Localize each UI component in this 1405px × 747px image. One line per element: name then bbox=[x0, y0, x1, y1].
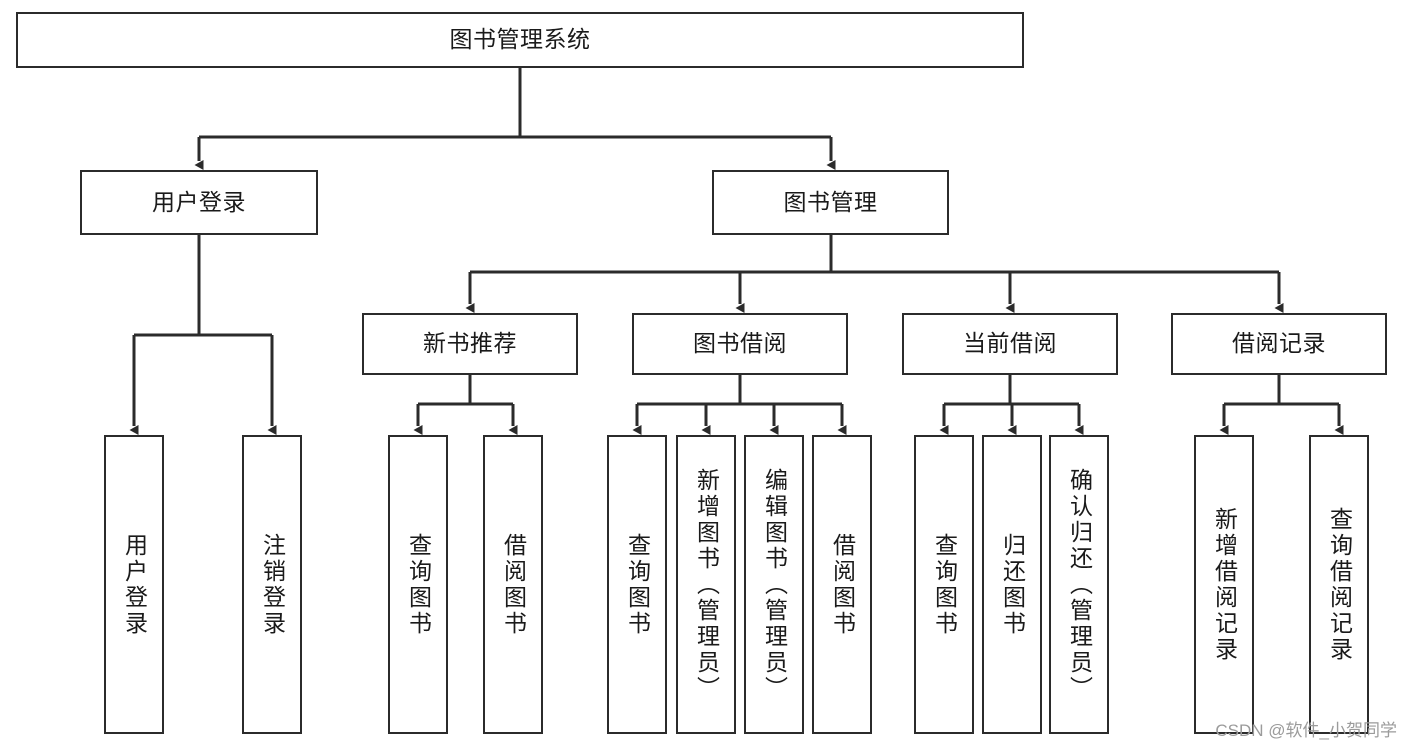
node-leaf-borrow-book-1[interactable]: 借阅图书 bbox=[483, 435, 543, 734]
node-leaf-query-book-3[interactable]: 查询图书 bbox=[914, 435, 974, 734]
node-label-leaf-add-book: 新增图书（管理员） bbox=[693, 467, 720, 702]
node-user-login[interactable]: 用户登录 bbox=[80, 170, 318, 235]
leaf-content: 借阅图书 bbox=[485, 437, 541, 732]
node-label-leaf-query-book-1: 查询图书 bbox=[405, 532, 432, 637]
node-label-user-login: 用户登录 bbox=[152, 188, 246, 215]
leaf-content: 注销登录 bbox=[244, 437, 300, 732]
node-leaf-confirm-return[interactable]: 确认归还（管理员） bbox=[1049, 435, 1109, 734]
leaf-content: 用户登录 bbox=[106, 437, 162, 732]
node-leaf-query-book-1[interactable]: 查询图书 bbox=[388, 435, 448, 734]
node-new-book-recommend[interactable]: 新书推荐 bbox=[362, 313, 578, 375]
node-leaf-return-book[interactable]: 归还图书 bbox=[982, 435, 1042, 734]
node-leaf-query-record[interactable]: 查询借阅记录 bbox=[1309, 435, 1369, 734]
node-label-root: 图书管理系统 bbox=[449, 26, 591, 53]
node-label-leaf-confirm-return: 确认归还（管理员） bbox=[1066, 467, 1093, 702]
leaf-content: 新增图书（管理员） bbox=[678, 437, 734, 732]
node-label-new-book-recommend: 新书推荐 bbox=[423, 330, 517, 357]
node-leaf-add-book[interactable]: 新增图书（管理员） bbox=[676, 435, 736, 734]
leaf-content: 查询借阅记录 bbox=[1311, 437, 1367, 732]
node-label-leaf-borrow-book-1: 借阅图书 bbox=[500, 532, 527, 637]
node-leaf-add-record[interactable]: 新增借阅记录 bbox=[1194, 435, 1254, 734]
node-label-leaf-add-record: 新增借阅记录 bbox=[1211, 506, 1238, 663]
node-root-system[interactable]: 图书管理系统 bbox=[16, 12, 1024, 68]
leaf-content: 借阅图书 bbox=[814, 437, 870, 732]
leaf-content: 查询图书 bbox=[390, 437, 446, 732]
node-book-manage[interactable]: 图书管理 bbox=[712, 170, 949, 235]
node-label-leaf-user-login: 用户登录 bbox=[121, 532, 148, 637]
node-book-borrow[interactable]: 图书借阅 bbox=[632, 313, 848, 375]
node-label-leaf-query-book-2: 查询图书 bbox=[624, 532, 651, 637]
node-label-leaf-return-book: 归还图书 bbox=[999, 532, 1026, 637]
node-leaf-query-book-2[interactable]: 查询图书 bbox=[607, 435, 667, 734]
node-label-leaf-query-record: 查询借阅记录 bbox=[1326, 506, 1353, 663]
node-label-leaf-user-logout: 注销登录 bbox=[259, 532, 286, 637]
node-label-leaf-edit-book: 编辑图书（管理员） bbox=[761, 467, 788, 702]
node-label-borrow-record: 借阅记录 bbox=[1232, 330, 1326, 357]
leaf-content: 归还图书 bbox=[984, 437, 1040, 732]
node-label-current-borrow: 当前借阅 bbox=[963, 330, 1057, 357]
node-label-leaf-borrow-book-2: 借阅图书 bbox=[829, 532, 856, 637]
watermark-text: CSDN @软件_小贺同学 bbox=[1215, 721, 1397, 740]
node-label-book-borrow: 图书借阅 bbox=[693, 330, 787, 357]
leaf-content: 查询图书 bbox=[916, 437, 972, 732]
node-leaf-edit-book[interactable]: 编辑图书（管理员） bbox=[744, 435, 804, 734]
node-label-book-manage: 图书管理 bbox=[783, 188, 878, 215]
node-leaf-user-logout[interactable]: 注销登录 bbox=[242, 435, 302, 734]
node-current-borrow[interactable]: 当前借阅 bbox=[902, 313, 1118, 375]
node-borrow-record[interactable]: 借阅记录 bbox=[1171, 313, 1387, 375]
leaf-content: 查询图书 bbox=[609, 437, 665, 732]
leaf-content: 编辑图书（管理员） bbox=[746, 437, 802, 732]
leaf-content: 确认归还（管理员） bbox=[1051, 437, 1107, 732]
node-leaf-borrow-book-2[interactable]: 借阅图书 bbox=[812, 435, 872, 734]
leaf-content: 新增借阅记录 bbox=[1196, 437, 1252, 732]
node-label-leaf-query-book-3: 查询图书 bbox=[931, 532, 958, 637]
node-leaf-user-login[interactable]: 用户登录 bbox=[104, 435, 164, 734]
